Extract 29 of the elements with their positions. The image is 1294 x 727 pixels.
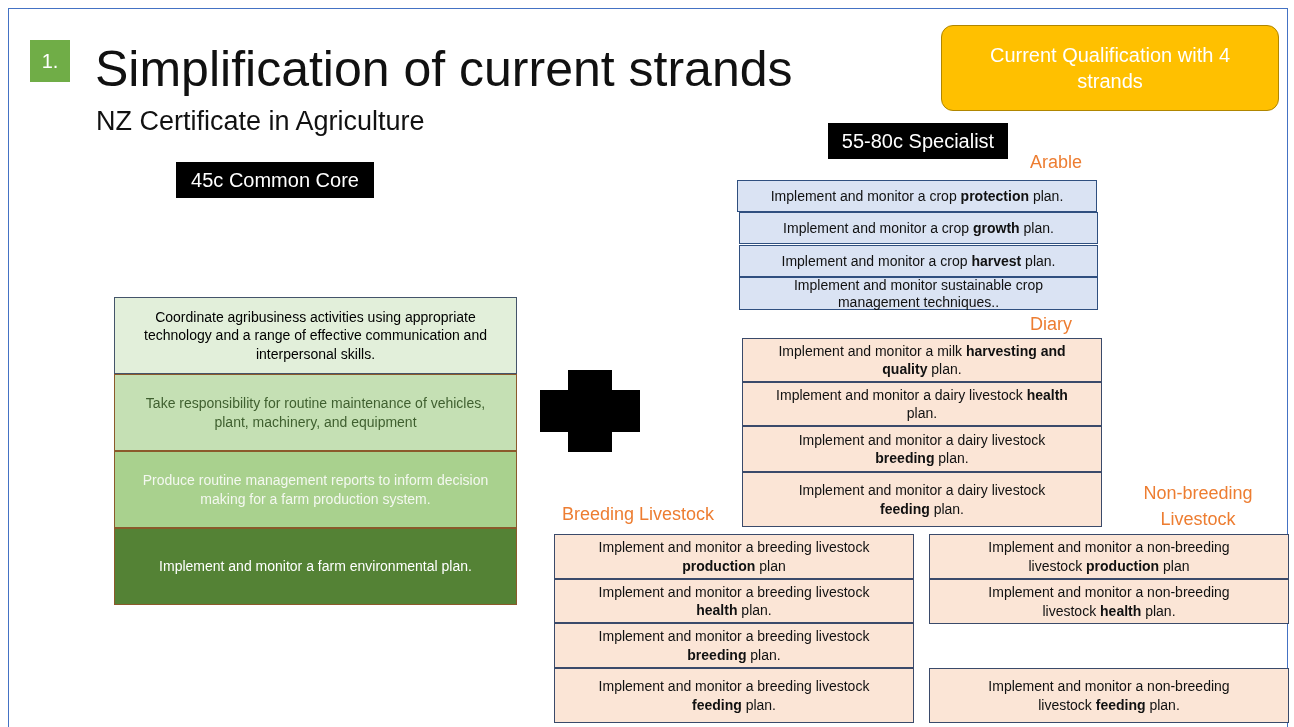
- unit-standard-box: Implement and monitor sustainable crop management techniques..: [739, 277, 1098, 310]
- unit-standard-box: Implement and monitor a non-breeding livestock feeding plan.: [929, 668, 1289, 723]
- unit-standard-box: Implement and monitor a farm environmental plan.: [114, 528, 517, 605]
- strand-heading: Diary: [1030, 314, 1072, 335]
- unit-standard-box: Implement and monitor a breeding livestock health plan.: [554, 579, 914, 623]
- unit-standard-box: Implement and monitor a crop growth plan.: [739, 212, 1098, 244]
- credit-heading: 45c Common Core: [176, 162, 374, 198]
- slide-title: Simplification of current strands: [95, 40, 793, 98]
- unit-standard-box: Implement and monitor a non-breeding livestock health plan.: [929, 579, 1289, 624]
- unit-standard-box: Implement and monitor a milk harvesting and quality plan.: [742, 338, 1102, 382]
- unit-standard-box: Implement and monitor a crop harvest plan.: [739, 245, 1098, 277]
- subtitle: NZ Certificate in Agriculture: [96, 106, 425, 137]
- unit-standard-box: Implement and monitor a dairy livestock health plan.: [742, 382, 1102, 426]
- unit-standard-box: Implement and monitor a non-breeding livestock production plan: [929, 534, 1289, 579]
- unit-standard-box: Implement and monitor a breeding livestock feeding plan.: [554, 668, 914, 723]
- unit-standard-box: Implement and monitor a dairy livestock breeding plan.: [742, 426, 1102, 472]
- unit-standard-box: Coordinate agribusiness activities using appropriate technology and a range of effective communication and interpersonal skills.: [114, 297, 517, 374]
- strand-heading: Arable: [1030, 152, 1083, 173]
- unit-standard-box: Implement and monitor a breeding livestock breeding plan.: [554, 623, 914, 668]
- unit-standard-box: Implement and monitor a breeding livestock production plan: [554, 534, 914, 579]
- number-badge: 1.: [30, 40, 70, 82]
- unit-standard-box: Take responsibility for routine maintenance of vehicles, plant, machinery, and equipment: [114, 374, 517, 451]
- strand-heading: Non-breeding Livestock: [1142, 482, 1254, 532]
- qualification-box: Current Qualification with 4 strands: [941, 25, 1279, 111]
- unit-standard-box: Implement and monitor a crop protection plan.: [737, 180, 1097, 212]
- unit-standard-box: Implement and monitor a dairy livestock feeding plan.: [742, 472, 1102, 527]
- unit-standard-box: Produce routine management reports to inform decision making for a farm production system.: [114, 451, 517, 528]
- strand-heading: Breeding Livestock: [562, 504, 715, 525]
- credit-heading: 55-80c Specialist: [828, 123, 1008, 159]
